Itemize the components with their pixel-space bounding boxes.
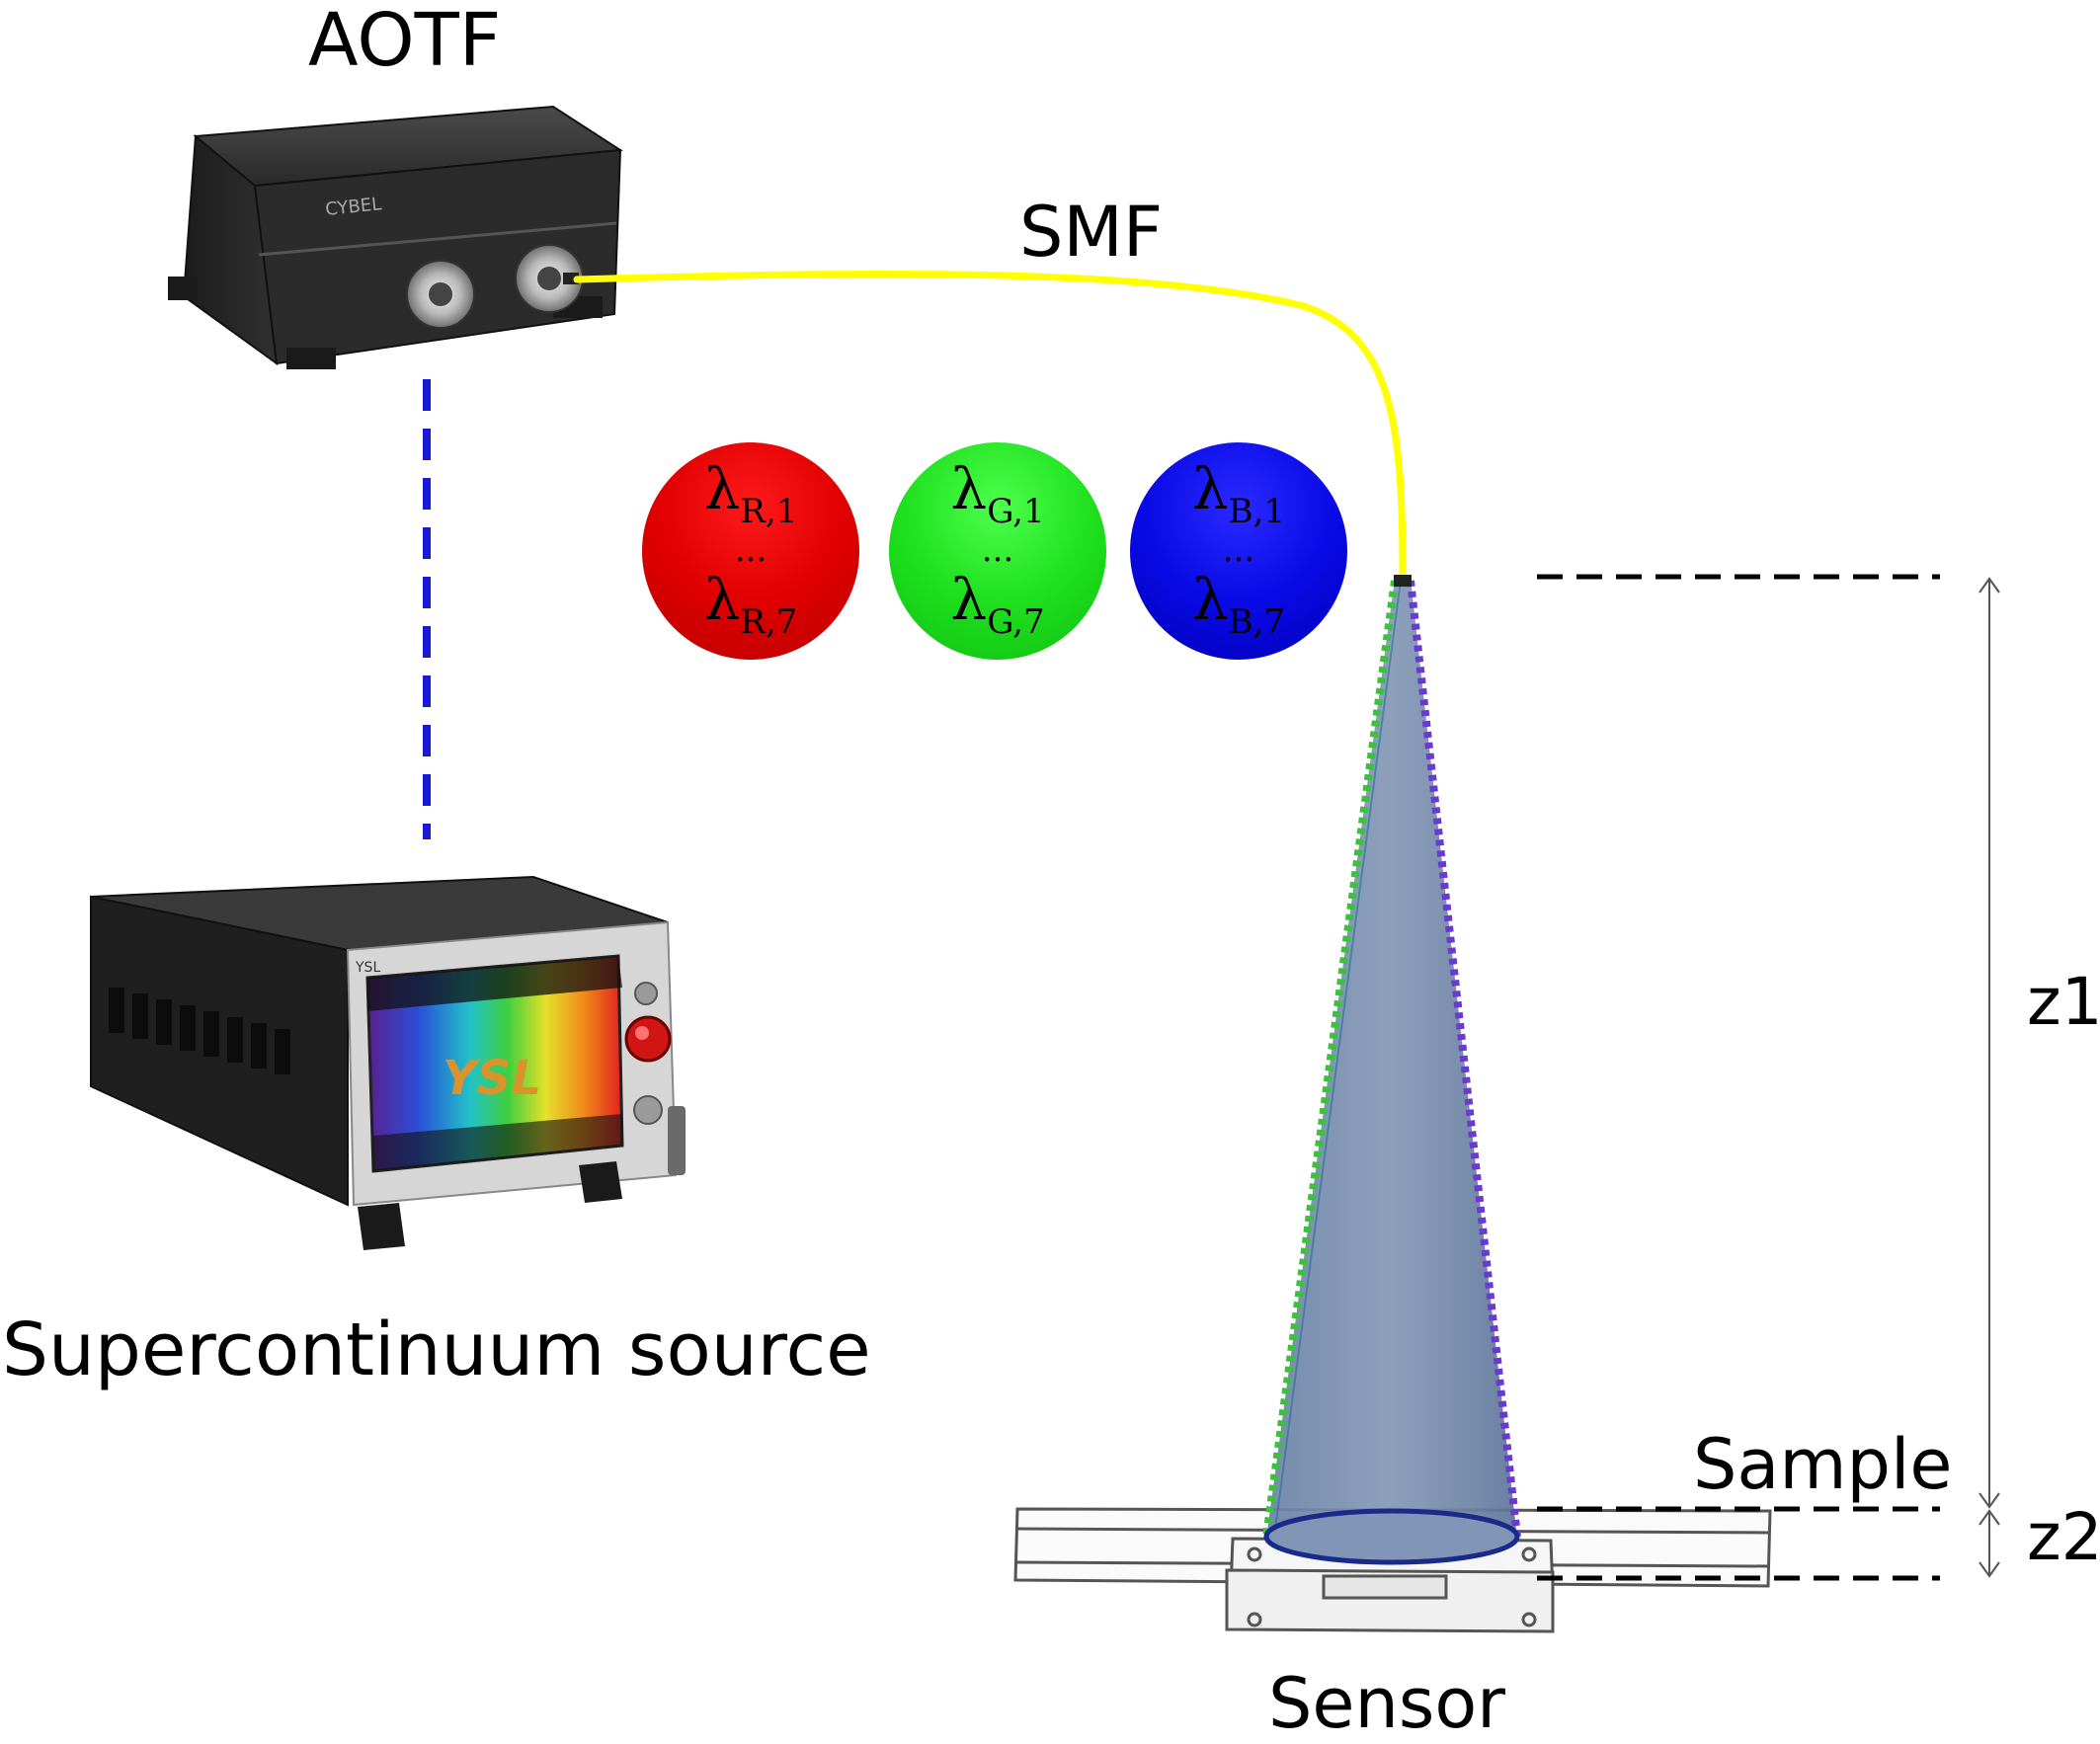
cone-edge-violet bbox=[1407, 580, 1521, 1538]
z2-label: z2 bbox=[2027, 1499, 2100, 1575]
fiber-tip bbox=[1394, 575, 1412, 587]
source-panel-brand: YSL bbox=[355, 960, 380, 976]
blue-ellipsis: ... bbox=[1222, 530, 1255, 570]
light-cone bbox=[1262, 575, 1521, 1565]
green-ellipsis: ... bbox=[981, 530, 1014, 570]
sensor-label: Sensor bbox=[1268, 1663, 1505, 1744]
emergency-stop-button bbox=[624, 1015, 672, 1063]
red-ellipsis: ... bbox=[734, 530, 767, 570]
dimension-lines bbox=[1537, 574, 2000, 1581]
switch-knob bbox=[634, 982, 658, 1005]
supercontinuum-source-label: Supercontinuum source bbox=[2, 1308, 871, 1392]
green-last-wavelength: λG,7 bbox=[950, 566, 1045, 642]
supercontinuum-source-device: YSL YSL bbox=[90, 875, 686, 1250]
z1-label: z1 bbox=[2027, 964, 2100, 1040]
aotf-label: AOTF bbox=[308, 0, 502, 83]
green-wavelength-group: λG,1 ... λG,7 bbox=[889, 442, 1106, 660]
red-first-wavelength: λR,1 bbox=[703, 455, 798, 531]
blue-first-wavelength: λB,1 bbox=[1191, 455, 1286, 531]
blue-last-wavelength: λB,7 bbox=[1191, 566, 1286, 642]
illumination-spot bbox=[1263, 1508, 1520, 1565]
red-wavelength-group: λR,1 ... λR,7 bbox=[642, 442, 859, 660]
red-last-wavelength: λR,7 bbox=[703, 566, 798, 642]
sample-label: Sample bbox=[1693, 1424, 1953, 1505]
blue-wavelength-group: λB,1 ... λB,7 bbox=[1130, 442, 1347, 660]
cone-edge-green bbox=[1262, 580, 1399, 1538]
smf-fiber bbox=[573, 270, 1407, 582]
green-first-wavelength: λG,1 bbox=[950, 455, 1045, 531]
smf-label: SMF bbox=[1019, 192, 1164, 273]
aotf-device: CYBEL bbox=[168, 105, 623, 369]
source-screen-logo: YSL bbox=[443, 1051, 541, 1106]
key-switch bbox=[633, 1095, 663, 1125]
